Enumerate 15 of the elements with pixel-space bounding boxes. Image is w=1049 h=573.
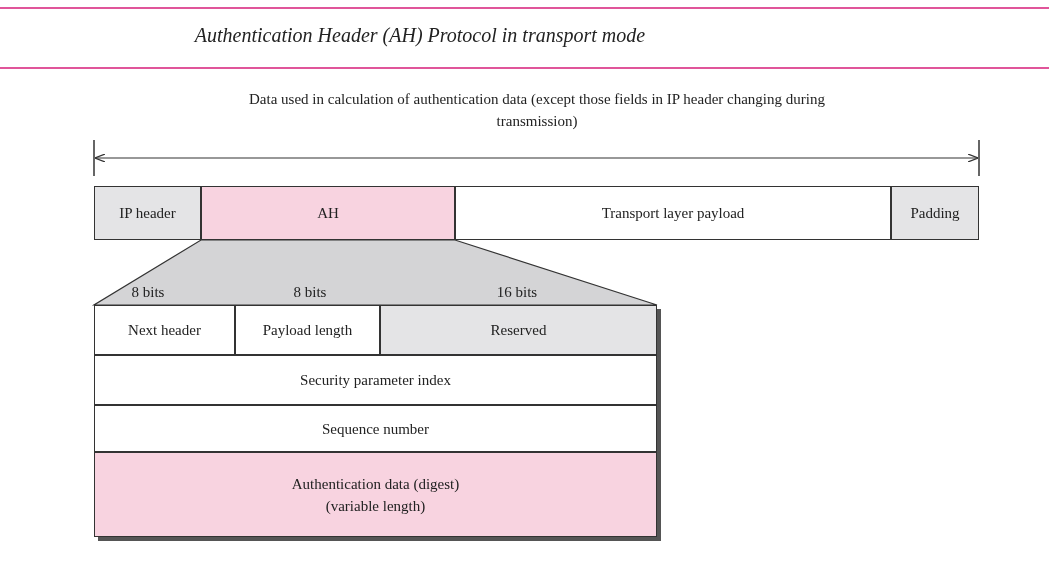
header-field: IP header [94,186,201,240]
bit-width-label: 8 bits [292,283,328,301]
payload-field: Transport layer payload [455,186,891,240]
header-field: Authentication data (digest) (variable length) [94,452,657,537]
header-field: Next header [94,305,235,355]
header-field: Security parameter index [94,355,657,405]
padding-field: Padding [891,186,979,240]
bit-width-label: 16 bits [495,283,539,301]
header-field: AH [201,186,455,240]
header-field: Payload length [235,305,380,355]
bit-width-label: 8 bits [130,283,166,301]
annotation-text: Data used in calculation of authentication data (except those fields in IP header changing during transmission) [248,90,826,131]
header-field: Reserved [380,305,657,355]
title: Authentication Header (AH) Protocol in transport mode [193,24,647,47]
header-field: Sequence number [94,405,657,452]
